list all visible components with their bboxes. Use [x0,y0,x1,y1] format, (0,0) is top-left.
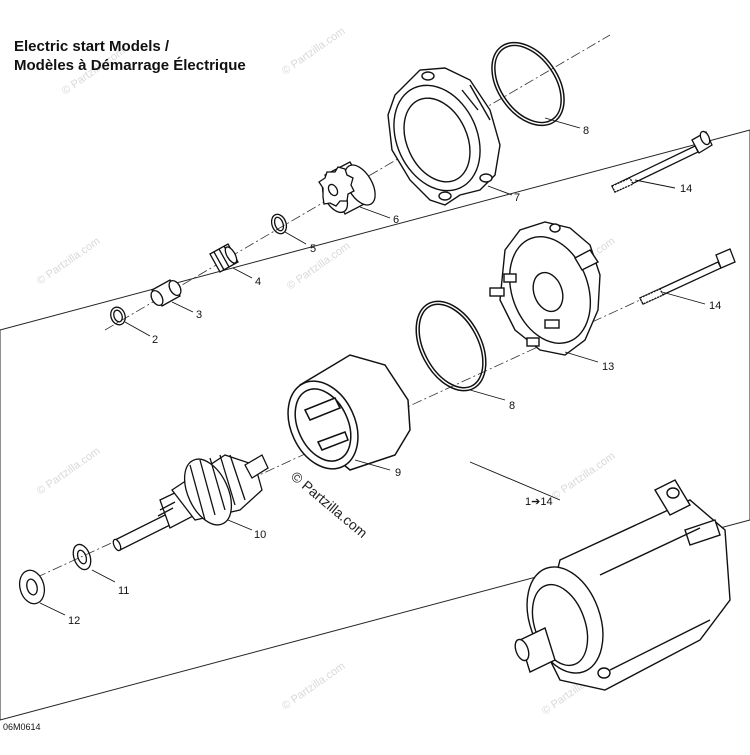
callout-6: 6 [393,214,399,226]
part-6-drive-pinion [318,161,376,215]
callout-2: 2 [152,334,158,346]
starter-assembly [514,479,731,691]
watermark-small: © Partzilla.com [280,660,348,712]
callout-3: 3 [196,309,202,321]
part-3-sleeve [150,279,182,307]
callout-labels: 2 3 4 5 6 7 8 8 9 10 11 12 13 14 14 1➔14 [68,125,721,627]
part-14-through-bolt-mid [639,248,736,305]
callout-14: 14 [709,300,721,312]
diagram-code: 06M0614 [3,722,41,732]
callout-9: 9 [395,467,401,479]
callout-10: 10 [254,529,266,541]
part-14-through-bolt-top [611,130,713,193]
callout-11: 11 [118,585,129,597]
callout-8: 8 [583,125,589,137]
watermark-main: © Partzilla.com [288,468,371,541]
title-line-1: Electric start Models / [14,38,170,55]
part-10-armature [112,454,269,552]
watermark-small: © Partzilla.com [35,235,103,287]
callout-14: 14 [680,183,692,195]
callout-5: 5 [310,243,316,255]
part-9-yoke [287,354,411,471]
part-13-end-cover [489,221,601,356]
title-line-2: Modèles à Démarrage Électrique [14,57,246,74]
part-5-snap-ring [270,213,288,235]
part-2-circlip [110,306,126,326]
watermark-small: © Partzilla.com [35,445,103,497]
callout-assembly: 1➔14 [525,496,553,508]
callout-7: 7 [514,192,520,204]
watermark-small: © Partzilla.com [550,450,618,502]
part-4-spring [209,243,239,273]
part-8-o-ring-top [491,41,565,127]
callout-8: 8 [509,400,515,412]
leader-lines [39,117,706,616]
part-7-drive-housing [387,67,501,206]
watermark-small: © Partzilla.com [280,25,348,77]
part-8-o-ring-mid [415,300,487,392]
callout-13: 13 [602,361,614,373]
callout-12: 12 [68,615,80,627]
part-12-shim [18,569,46,605]
part-11-washer [72,543,92,571]
watermark-small: © Partzilla.com [285,240,353,292]
callout-4: 4 [255,276,261,288]
